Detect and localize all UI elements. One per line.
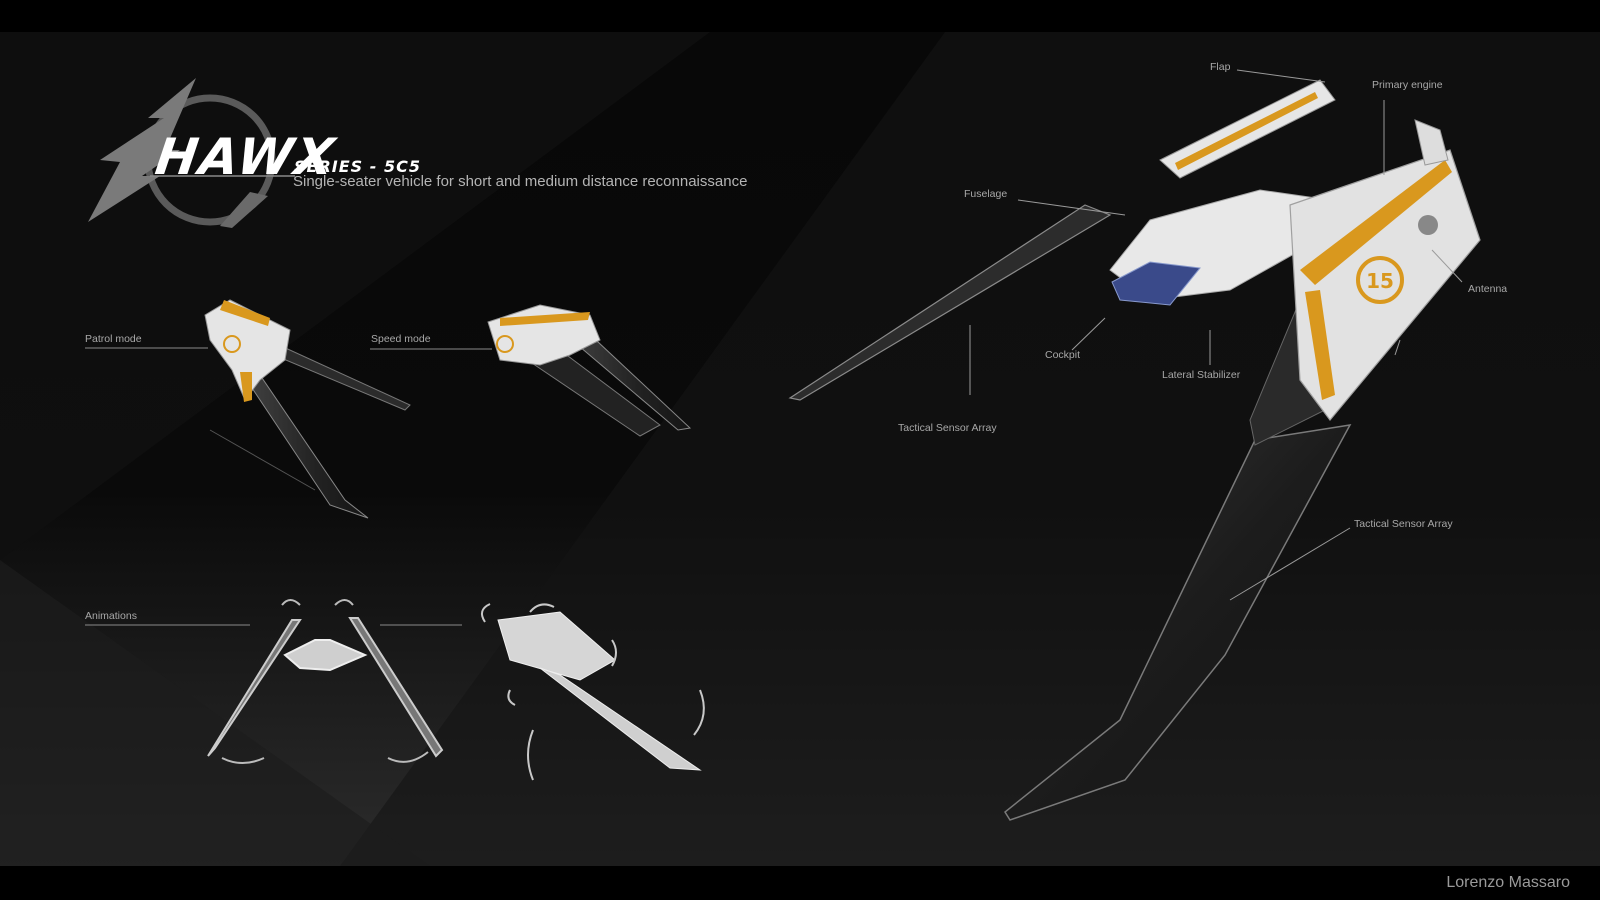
top-letterbox [0,0,1600,32]
label-patrol-mode: Patrol mode [85,333,142,345]
hawx-logo-emblem [88,78,276,228]
callout-antenna: Antenna [1468,283,1508,295]
callout-fuselage: Fuselage [964,188,1008,200]
callout-flap: Flap [1210,61,1231,73]
patrol-mode-ship [204,299,411,519]
artist-credit: Lorenzo Massaro [1446,874,1570,891]
label-animations: Animations [85,610,137,622]
callout-primary-engine: Primary engine [1372,79,1443,91]
animation-front-view [207,599,444,764]
main-decal-number: 15 [1366,269,1394,293]
callout-lateral-stabilizer: Lateral Stabilizer [1162,369,1241,381]
series-label: SERIES - 5C5 [294,157,421,176]
bottom-letterbox [0,866,1600,900]
callout-tactical-sensor-array-right: Tactical Sensor Array [1354,518,1453,530]
right-leader-lines [969,69,1463,601]
animation-side-view [480,603,705,781]
left-leader-lines [85,347,492,626]
speed-mode-ship [487,304,692,437]
main-ship-render: 15 [788,79,1481,821]
callout-tactical-sensor-array-left: Tactical Sensor Array [898,422,997,434]
callout-cockpit: Cockpit [1045,349,1081,361]
vehicle-description: Single-seater vehicle for short and medi… [293,173,748,190]
label-speed-mode: Speed mode [371,333,431,345]
